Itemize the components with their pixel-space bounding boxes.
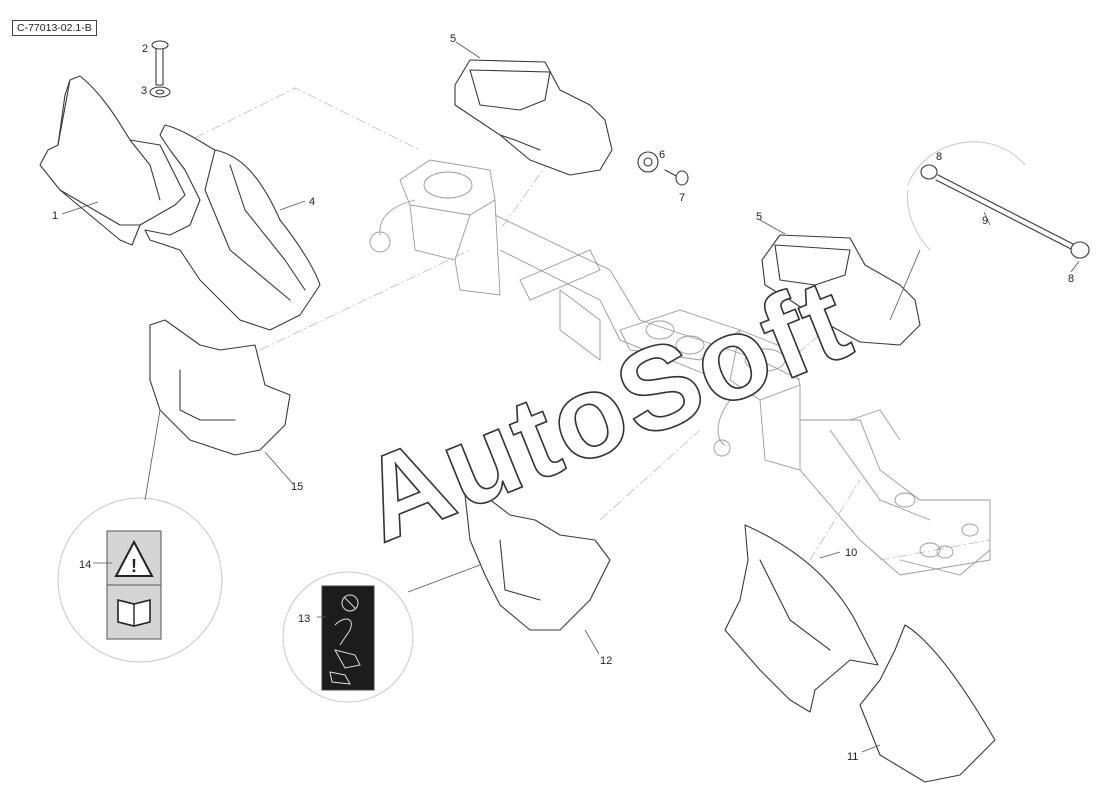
callout-9: 9 [982, 215, 988, 227]
callout-4: 4 [309, 196, 315, 208]
callout-13: 13 [298, 613, 310, 625]
drawing-code: C-77013-02.1-B [12, 20, 97, 36]
part-12-lower-shield [464, 491, 611, 631]
callout-11: 11 [847, 751, 858, 763]
callout-5-lower: 5 [756, 211, 762, 223]
part-4-outer-shield [144, 124, 321, 331]
watermark: AutoSoft [341, 252, 869, 569]
callout-5-upper: 5 [450, 33, 456, 45]
callout-numbers: 1 2 3 4 5 6 7 5 8 9 8 10 11 12 13 14 15 [52, 33, 1074, 763]
callout-2: 2 [142, 43, 148, 55]
callout-6: 6 [659, 149, 665, 161]
leader-lines [61, 41, 1080, 753]
frame-assembly [369, 159, 991, 576]
part-5-upper-boot [454, 59, 613, 176]
callout-3: 3 [141, 85, 147, 97]
callout-8-upper: 8 [936, 151, 942, 163]
svg-text:!: ! [131, 556, 137, 576]
part-11-side-shield [859, 624, 996, 783]
detail-circle-14: ! [57, 497, 223, 663]
callout-1: 1 [52, 210, 58, 222]
callout-14: 14 [79, 559, 91, 571]
callout-15: 15 [291, 481, 303, 493]
callout-12: 12 [600, 655, 612, 667]
part-2-screw [151, 40, 169, 86]
detail-circle-rod [906, 141, 1090, 259]
part-1-inner-shield [39, 75, 186, 246]
callout-8-lower: 8 [1068, 273, 1074, 285]
part-15-lower-shield [149, 319, 291, 456]
part-10-side-shield [724, 524, 879, 713]
part-3-washer [149, 86, 171, 98]
part-5-lower-boot [761, 234, 921, 346]
part-7-screw [664, 169, 689, 186]
callout-10: 10 [845, 547, 857, 559]
callout-7: 7 [679, 192, 685, 204]
alignment-lines [194, 87, 991, 561]
detail-circle-13 [282, 571, 414, 703]
watermark-text: AutoSoft [342, 253, 868, 568]
part-6-washer [637, 151, 659, 173]
